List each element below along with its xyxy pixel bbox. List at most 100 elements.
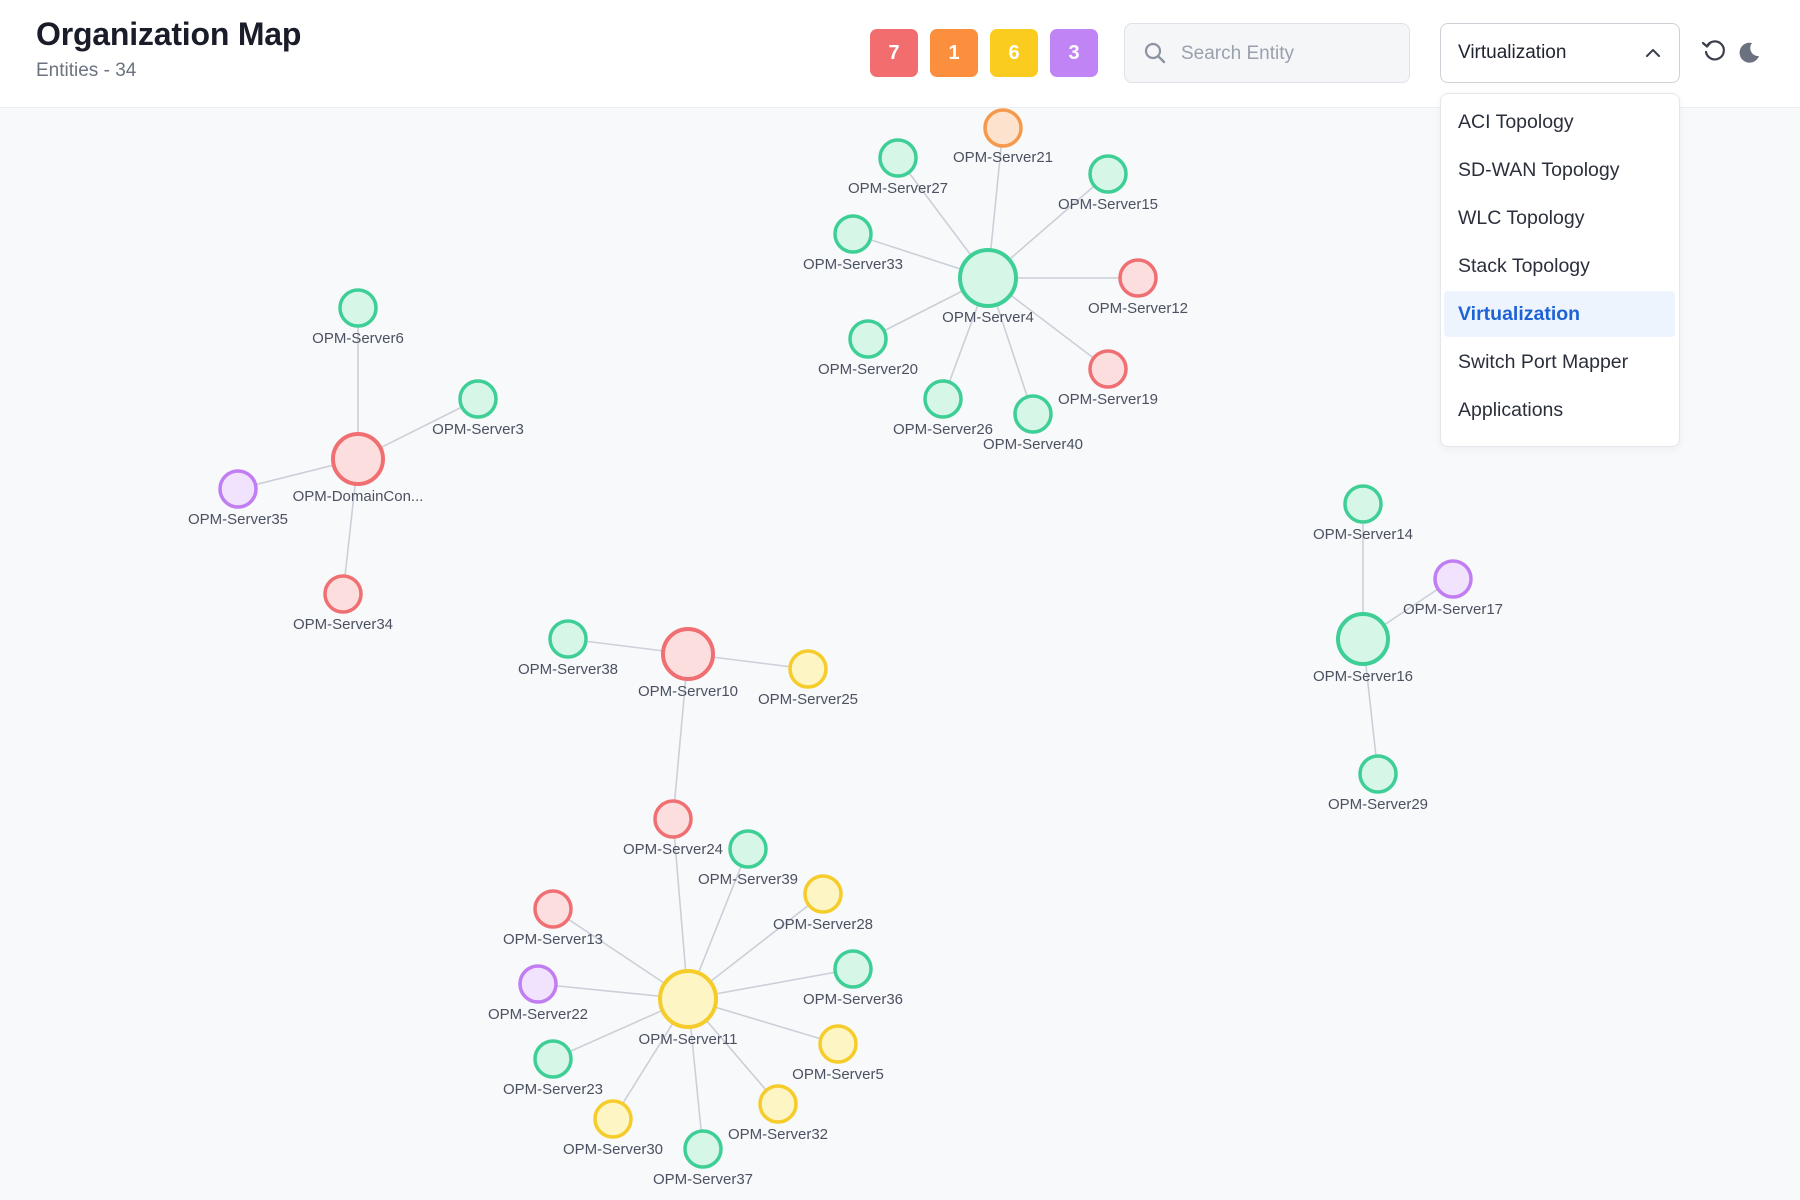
node-label: OPM-Server6 bbox=[312, 330, 404, 347]
node-circle[interactable] bbox=[878, 138, 918, 178]
down-count-badge[interactable]: 3 bbox=[1050, 29, 1098, 77]
node-opm-server33[interactable]: OPM-Server33 bbox=[803, 214, 903, 273]
menu-item-wlc-topology[interactable]: WLC Topology bbox=[1458, 207, 1585, 229]
node-label: OPM-Server11 bbox=[639, 1031, 738, 1048]
node-opm-server12[interactable]: OPM-Server12 bbox=[1088, 258, 1188, 317]
node-opm-server5[interactable]: OPM-Server5 bbox=[792, 1024, 884, 1083]
node-opm-server26[interactable]: OPM-Server26 bbox=[893, 379, 993, 438]
menu-item-switch-port-mapper[interactable]: Switch Port Mapper bbox=[1458, 351, 1629, 373]
node-circle[interactable] bbox=[331, 432, 385, 486]
node-opm-server36[interactable]: OPM-Server36 bbox=[803, 949, 903, 1008]
node-opm-domaincon[interactable]: OPM-DomainCon... bbox=[293, 432, 424, 505]
node-circle[interactable] bbox=[338, 288, 378, 328]
node-circle[interactable] bbox=[1118, 258, 1158, 298]
organization-map-canvas[interactable]: OPM-Server4OPM-Server21OPM-Server27OPM-S… bbox=[0, 108, 1800, 1200]
node-opm-server22[interactable]: OPM-Server22 bbox=[488, 964, 588, 1023]
edge-OPM-Server24-OPM-Server11 bbox=[672, 818, 689, 1000]
node-label: OPM-Server33 bbox=[803, 256, 903, 273]
dark-mode-icon[interactable] bbox=[1736, 40, 1762, 66]
node-circle[interactable] bbox=[533, 889, 573, 929]
node-circle[interactable] bbox=[548, 619, 588, 659]
node-circle[interactable] bbox=[323, 574, 363, 614]
node-circle[interactable] bbox=[1336, 612, 1390, 666]
node-circle[interactable] bbox=[1343, 484, 1383, 524]
node-circle[interactable] bbox=[458, 379, 498, 419]
node-opm-server10[interactable]: OPM-Server10 bbox=[638, 627, 738, 700]
node-opm-server16[interactable]: OPM-Server16 bbox=[1313, 612, 1413, 685]
node-label: OPM-Server10 bbox=[638, 683, 738, 700]
node-circle[interactable] bbox=[518, 964, 558, 1004]
menu-item-sd-wan-topology[interactable]: SD-WAN Topology bbox=[1458, 159, 1620, 181]
node-opm-server37[interactable]: OPM-Server37 bbox=[653, 1129, 753, 1188]
node-opm-server6[interactable]: OPM-Server6 bbox=[312, 288, 404, 347]
node-circle[interactable] bbox=[1088, 349, 1128, 389]
view-select[interactable]: Virtualization bbox=[1440, 23, 1680, 83]
node-opm-server19[interactable]: OPM-Server19 bbox=[1058, 349, 1158, 408]
node-label: OPM-Server40 bbox=[983, 436, 1083, 453]
node-opm-server3[interactable]: OPM-Server3 bbox=[432, 379, 524, 438]
node-circle[interactable] bbox=[1358, 754, 1398, 794]
node-opm-server13[interactable]: OPM-Server13 bbox=[503, 889, 603, 948]
node-opm-server38[interactable]: OPM-Server38 bbox=[518, 619, 618, 678]
node-opm-server29[interactable]: OPM-Server29 bbox=[1328, 754, 1428, 813]
node-circle[interactable] bbox=[1088, 154, 1128, 194]
node-circle[interactable] bbox=[788, 649, 828, 689]
menu-item-virtualization[interactable]: Virtualization bbox=[1444, 291, 1675, 337]
trouble-count-badge[interactable]: 1 bbox=[930, 29, 978, 77]
node-circle[interactable] bbox=[958, 248, 1018, 308]
search-box[interactable] bbox=[1124, 23, 1410, 83]
node-label: OPM-Server32 bbox=[728, 1126, 828, 1143]
node-circle[interactable] bbox=[661, 627, 715, 681]
node-circle[interactable] bbox=[728, 829, 768, 869]
node-circle[interactable] bbox=[803, 874, 843, 914]
menu-item-aci-topology[interactable]: ACI Topology bbox=[1458, 111, 1574, 133]
node-label: OPM-Server35 bbox=[188, 511, 288, 528]
node-circle[interactable] bbox=[683, 1129, 723, 1169]
node-circle[interactable] bbox=[533, 1039, 573, 1079]
node-circle[interactable] bbox=[1013, 394, 1053, 434]
node-circle[interactable] bbox=[658, 969, 718, 1029]
node-circle[interactable] bbox=[833, 214, 873, 254]
node-opm-server15[interactable]: OPM-Server15 bbox=[1058, 154, 1158, 213]
node-opm-server28[interactable]: OPM-Server28 bbox=[773, 874, 873, 933]
node-opm-server25[interactable]: OPM-Server25 bbox=[758, 649, 858, 708]
node-label: OPM-DomainCon... bbox=[293, 488, 424, 505]
node-circle[interactable] bbox=[218, 469, 258, 509]
node-opm-server23[interactable]: OPM-Server23 bbox=[503, 1039, 603, 1098]
node-circle[interactable] bbox=[818, 1024, 858, 1064]
node-opm-server4[interactable]: OPM-Server4 bbox=[942, 248, 1034, 326]
node-label: OPM-Server37 bbox=[653, 1171, 753, 1188]
node-circle[interactable] bbox=[758, 1084, 798, 1124]
node-opm-server30[interactable]: OPM-Server30 bbox=[563, 1099, 663, 1158]
node-circle[interactable] bbox=[833, 949, 873, 989]
node-label: OPM-Server29 bbox=[1328, 796, 1428, 813]
node-opm-server20[interactable]: OPM-Server20 bbox=[818, 319, 918, 378]
critical-count-badge[interactable]: 7 bbox=[870, 29, 918, 77]
node-circle[interactable] bbox=[1433, 559, 1473, 599]
node-opm-server11[interactable]: OPM-Server11 bbox=[639, 969, 738, 1048]
node-opm-server32[interactable]: OPM-Server32 bbox=[728, 1084, 828, 1143]
menu-item-applications[interactable]: Applications bbox=[1458, 399, 1564, 421]
node-circle[interactable] bbox=[653, 799, 693, 839]
node-opm-server40[interactable]: OPM-Server40 bbox=[983, 394, 1083, 453]
node-opm-server39[interactable]: OPM-Server39 bbox=[698, 829, 798, 888]
node-circle[interactable] bbox=[983, 108, 1023, 148]
node-circle[interactable] bbox=[848, 319, 888, 359]
node-circle[interactable] bbox=[923, 379, 963, 419]
node-circle[interactable] bbox=[593, 1099, 633, 1139]
node-opm-server24[interactable]: OPM-Server24 bbox=[623, 799, 723, 858]
search-input[interactable] bbox=[1179, 36, 1398, 72]
entity-count: Entities - 34 bbox=[36, 60, 137, 81]
refresh-icon[interactable] bbox=[1700, 36, 1728, 64]
node-label: OPM-Server5 bbox=[792, 1066, 884, 1083]
node-opm-server14[interactable]: OPM-Server14 bbox=[1313, 484, 1413, 543]
node-opm-server35[interactable]: OPM-Server35 bbox=[188, 469, 288, 528]
node-opm-server34[interactable]: OPM-Server34 bbox=[293, 574, 393, 633]
node-opm-server21[interactable]: OPM-Server21 bbox=[953, 108, 1053, 166]
node-label: OPM-Server36 bbox=[803, 991, 903, 1008]
menu-item-stack-topology[interactable]: Stack Topology bbox=[1458, 255, 1590, 277]
node-opm-server27[interactable]: OPM-Server27 bbox=[848, 138, 948, 197]
node-label: OPM-Server4 bbox=[942, 309, 1034, 326]
attention-count-badge[interactable]: 6 bbox=[990, 29, 1038, 77]
node-opm-server17[interactable]: OPM-Server17 bbox=[1403, 559, 1503, 618]
